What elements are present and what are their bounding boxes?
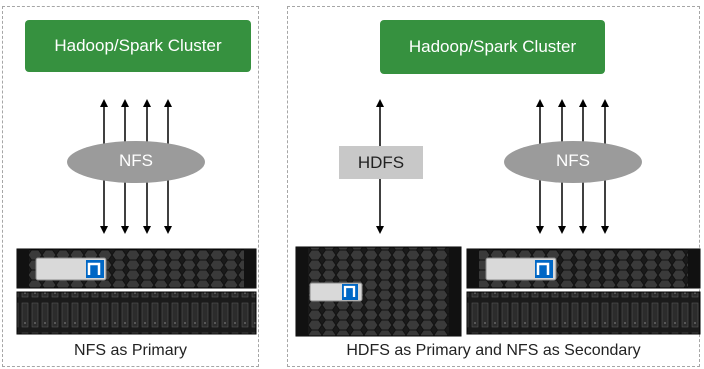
hdfs-nfs-panel bbox=[287, 6, 700, 367]
hdfs-server bbox=[295, 246, 462, 337]
left-cluster-label: Hadoop/Spark Cluster bbox=[54, 36, 222, 55]
right-cluster-label: Hadoop/Spark Cluster bbox=[408, 37, 577, 56]
hdfs-label: HDFS bbox=[357, 152, 405, 172]
nfs-primary-panel bbox=[2, 6, 259, 367]
left-nfs-ellipse bbox=[67, 141, 205, 183]
right-nfs-label: NFS bbox=[556, 151, 590, 170]
left-caption: NFS as Primary bbox=[74, 342, 187, 359]
left-cluster-box: Hadoop/Spark Cluster bbox=[25, 20, 251, 72]
right-caption: HDFS as Primary and NFS as Secondary bbox=[346, 342, 641, 359]
hdfs-box: HDFS bbox=[339, 146, 423, 179]
right-storage-array bbox=[466, 248, 701, 335]
right-cluster-box: Hadoop/Spark Cluster bbox=[380, 20, 605, 74]
right-nfs-ellipse bbox=[504, 141, 642, 183]
left-storage-array bbox=[16, 248, 257, 335]
left-nfs-label: NFS bbox=[119, 151, 153, 170]
